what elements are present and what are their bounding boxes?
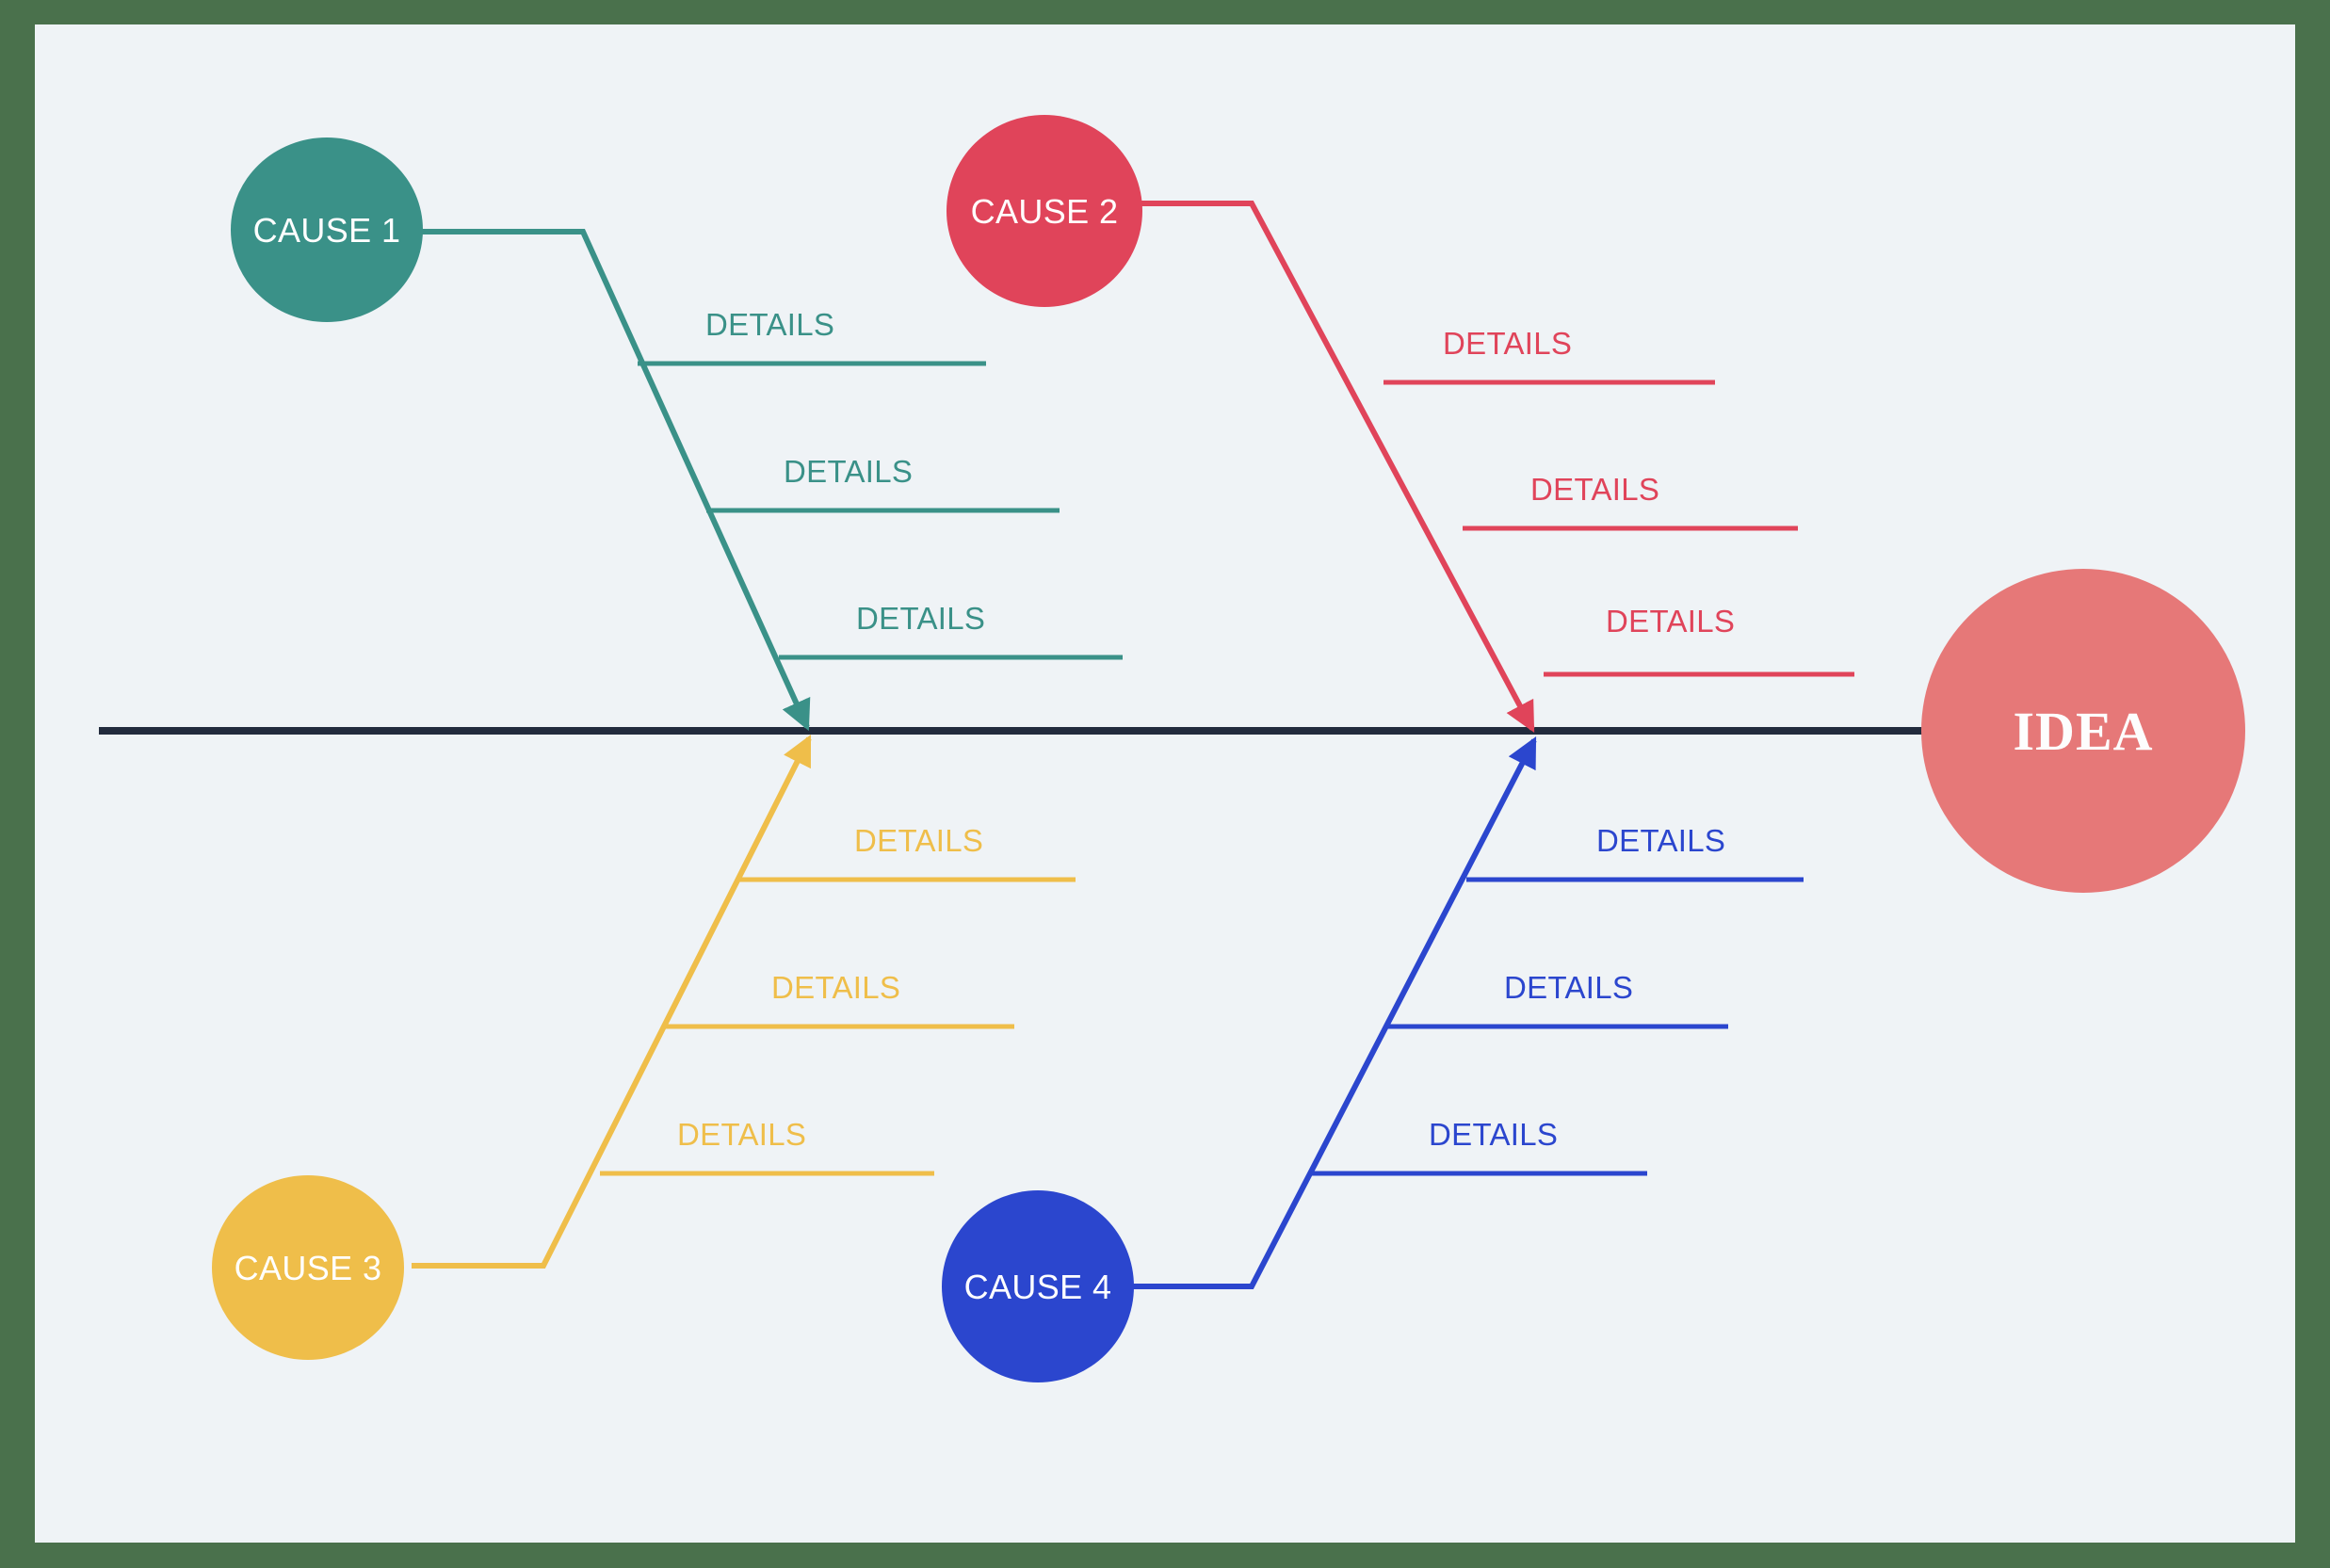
cause-4-circle[interactable] (942, 1190, 1134, 1382)
detail-label-cause-1-3: DETAILS (856, 601, 985, 636)
branch-cause-2[interactable]: DETAILS DETAILS DETAILS CAUSE 2 (947, 115, 1854, 734)
branch-cause-1[interactable]: DETAILS DETAILS DETAILS CAUSE 1 (231, 137, 1123, 732)
cause-3-label: CAUSE 3 (235, 1249, 382, 1287)
cause-3-circle[interactable] (212, 1175, 404, 1360)
detail-label-cause-4-2: DETAILS (1504, 970, 1633, 1005)
detail-label-cause-2-3: DETAILS (1606, 604, 1735, 639)
branch-spine-cause-2 (1127, 201, 1535, 734)
cause-1-circle[interactable] (231, 137, 423, 322)
idea-head[interactable]: IDEA (1921, 569, 2245, 893)
idea-circle[interactable] (1921, 569, 2245, 893)
cause-2-circle[interactable] (947, 115, 1142, 307)
branch-spine-cause-3 (412, 734, 812, 1269)
detail-label-cause-3-3: DETAILS (677, 1117, 806, 1152)
detail-label-cause-2-2: DETAILS (1530, 472, 1659, 507)
detail-label-cause-2-1: DETAILS (1443, 326, 1572, 361)
branch-cause-3[interactable]: DETAILS DETAILS DETAILS CAUSE 3 (212, 734, 1076, 1360)
cause-4-label: CAUSE 4 (964, 1268, 1112, 1306)
detail-label-cause-1-2: DETAILS (784, 454, 913, 489)
detail-label-cause-4-1: DETAILS (1596, 823, 1725, 858)
cause-2-label: CAUSE 2 (971, 192, 1119, 231)
detail-label-cause-4-3: DETAILS (1429, 1117, 1558, 1152)
idea-label: IDEA (2013, 701, 2153, 762)
detail-label-cause-1-1: DETAILS (705, 307, 834, 342)
branch-spine-cause-4 (1129, 736, 1537, 1289)
branch-cause-4[interactable]: DETAILS DETAILS DETAILS CAUSE 4 (942, 736, 1804, 1382)
cause-1-label: CAUSE 1 (253, 211, 401, 250)
fishbone-diagram: DETAILS DETAILS DETAILS CAUSE 1 DETAILS … (99, 115, 2245, 1382)
detail-label-cause-3-1: DETAILS (854, 823, 983, 858)
branch-spine-cause-1 (412, 229, 811, 732)
diagram-board: DETAILS DETAILS DETAILS CAUSE 1 DETAILS … (35, 24, 2295, 1543)
detail-label-cause-3-2: DETAILS (771, 970, 900, 1005)
